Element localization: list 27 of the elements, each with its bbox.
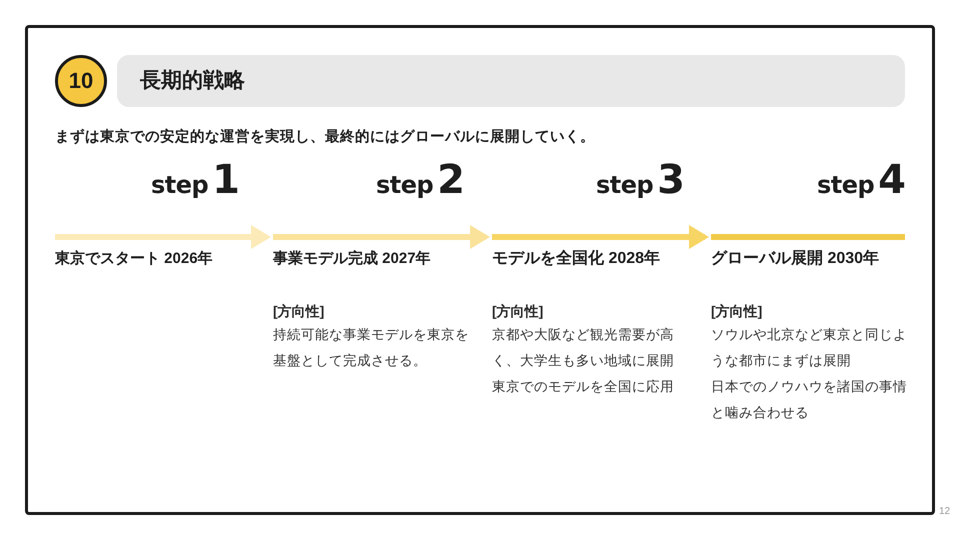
- step-number: 1: [212, 158, 240, 202]
- subtitle-text: まずは東京での安定的な運営を実現し、最終的にはグローバルに展開していく。: [55, 128, 595, 147]
- arrow: [273, 225, 490, 249]
- arrow: [55, 225, 271, 249]
- number-badge: 10: [55, 55, 107, 107]
- description-text: 持続可能な事業モデルを東京を基盤として完成させる。: [273, 326, 469, 370]
- arrow: [492, 225, 709, 249]
- step-label: step: [150, 171, 208, 199]
- step-number: 3: [657, 158, 685, 202]
- section-label: [方向性]: [492, 302, 544, 321]
- page-number: 12: [939, 505, 950, 518]
- description-text: 京都や大阪など観光需要が高く、大学生も多い地域に展開: [492, 326, 675, 370]
- section-label: [方向性]: [273, 302, 326, 321]
- stage-heading: グローバル展開 2030年: [711, 248, 880, 269]
- stage-heading: モデルを全国化 2028年: [492, 248, 662, 269]
- step-number: 2: [437, 158, 465, 202]
- step-label: step: [376, 171, 434, 199]
- description-text: 日本でのノウハウを諸国の事情と噛み合わせる: [711, 378, 907, 422]
- step-number: 4: [878, 158, 906, 202]
- description-text: ソウルや北京など東京と同じような都市にまずは展開: [711, 326, 907, 370]
- stage-heading: 東京でスタート 2026年: [55, 249, 214, 269]
- description-text: 東京でのモデルを全国に応用: [492, 378, 675, 396]
- step-label: step: [816, 171, 874, 199]
- stage-heading: 事業モデル完成 2027年: [273, 249, 432, 269]
- section-label: [方向性]: [711, 302, 764, 321]
- step-label: step: [596, 171, 654, 199]
- title-bar: 長期的戦略: [117, 55, 905, 107]
